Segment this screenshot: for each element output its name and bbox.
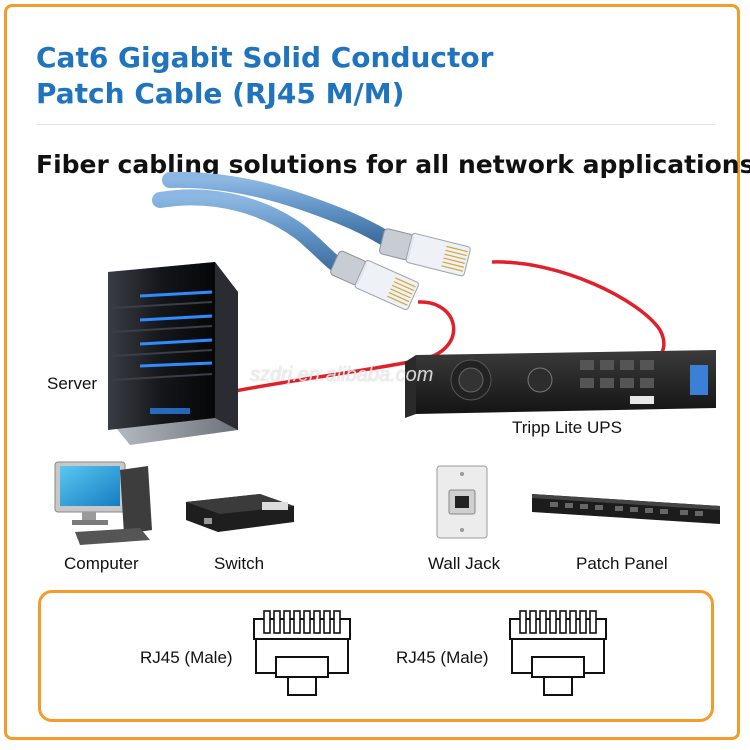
rj45-plug-front [330, 250, 419, 311]
connector-diagram-box [38, 590, 714, 722]
rj45-male-diagram-left [253, 610, 351, 696]
product-illustration [54, 171, 720, 545]
blue-cat6-cables [152, 171, 396, 278]
patch-panel-label: Patch Panel [576, 554, 668, 573]
tagline: Fiber cabling solutions for all network … [36, 150, 750, 179]
page-title: Cat6 Gigabit Solid Conductor Patch Cable… [36, 40, 493, 112]
wall-jack-label: Wall Jack [428, 554, 501, 573]
server-tower [108, 262, 238, 445]
ups-label: Tripp Lite UPS [512, 418, 622, 437]
title-line-1: Cat6 Gigabit Solid Conductor [36, 41, 494, 74]
switch-label: Switch [214, 554, 265, 573]
server-led-strips [139, 290, 213, 368]
network-switch [186, 494, 294, 532]
right-connector-label: RJ45 (Male) [396, 648, 489, 667]
computer [54, 461, 152, 545]
rj45-male-diagram-right [509, 610, 607, 696]
title-divider [36, 124, 716, 125]
computer-label: Computer [64, 554, 139, 573]
title-line-2: Patch Cable (RJ45 M/M) [36, 77, 405, 110]
watermark: szdrj.en.alibaba.com [250, 364, 434, 386]
left-connector-label: RJ45 (Male) [140, 648, 233, 667]
server-label: Server [47, 374, 98, 393]
outer-frame [4, 4, 740, 740]
wall-jack [436, 465, 488, 539]
ups-unit [405, 350, 716, 418]
rj45-plug-back [379, 228, 471, 277]
patch-panel [532, 494, 720, 524]
